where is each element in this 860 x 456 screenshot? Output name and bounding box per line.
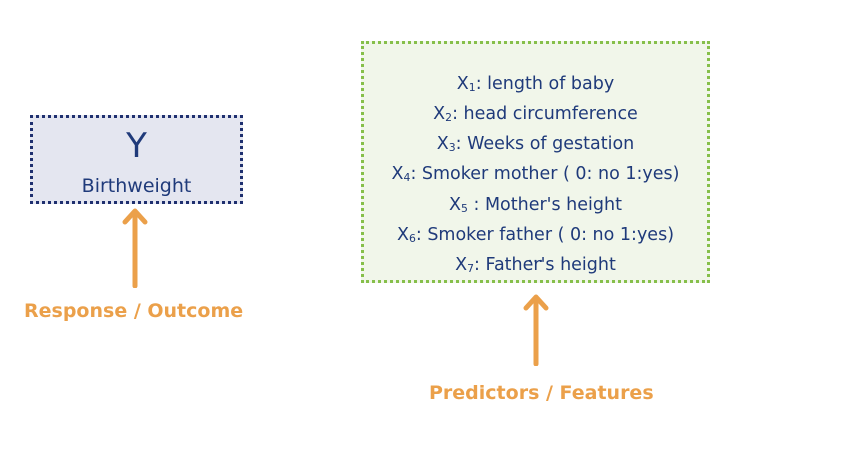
- feature-item: X7: Father's height: [455, 254, 616, 276]
- response-box: Y Birthweight: [30, 115, 243, 204]
- feature-item: X4: Smoker mother ( 0: no 1:yes): [391, 164, 680, 185]
- feature-item: X1: length of baby: [456, 74, 615, 95]
- response-label: Response / Outcome: [24, 300, 244, 322]
- response-symbol: Y: [126, 126, 147, 166]
- features-arrow-icon: [523, 294, 549, 366]
- response-name: Birthweight: [81, 175, 192, 197]
- response-arrow-icon: [122, 208, 148, 288]
- features-label: Predictors / Features: [429, 382, 654, 404]
- feature-item: X6: Smoker father ( 0: no 1:yes): [396, 224, 675, 245]
- features-list: X1: length of baby X2: head circumferenc…: [364, 71, 707, 282]
- features-ellipsis: ...: [527, 247, 544, 267]
- features-box: X1: length of baby X2: head circumferenc…: [361, 41, 710, 283]
- feature-item: X5 : Mother's height: [449, 194, 622, 215]
- feature-item: X2: head circumference: [433, 104, 638, 125]
- feature-item: X3: Weeks of gestation: [436, 134, 635, 155]
